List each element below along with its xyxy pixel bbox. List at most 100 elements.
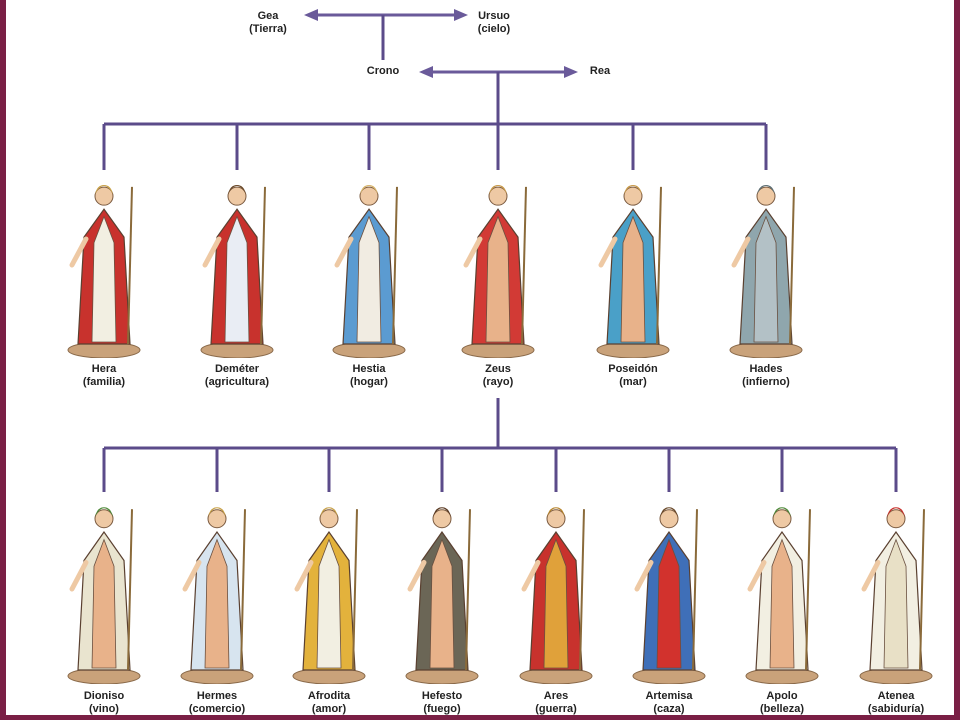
apolo-role: (belleza) [759,703,805,715]
zeus-head [488,186,508,206]
ares-staff [579,509,585,671]
poseidon-hair [624,185,642,195]
label-afrodita: Afrodita(amor) [308,690,350,716]
poseidon-arm [598,236,618,268]
hades-staff [789,186,795,345]
dioniso-head [94,509,114,529]
hera-illustration [67,185,141,358]
label-apolo: Apolo(belleza) [760,690,804,716]
arrowhead-left [304,9,318,21]
afrodita-head [319,509,339,529]
afrodita-staff [352,509,358,671]
atenea-illustration [859,507,933,684]
hestia-garment [356,215,382,343]
atenea-role: (sabiduría) [867,703,925,715]
hestia-head [359,186,379,206]
label-dioniso: Dioniso(vino) [84,690,124,716]
hermes-head [207,509,227,529]
arrowhead-right-2 [564,66,578,78]
artemisa-arm [634,559,654,592]
hestia-role: (hogar) [350,376,388,388]
demeter-illustration [200,185,274,358]
ares-illustration [519,507,593,684]
label-hermes: Hermes(comercio) [189,690,245,716]
ares-role: (guerra) [535,703,577,715]
zeus-name: Zeus [485,363,511,375]
hestia-hair [360,185,378,195]
demeter-role: (agricultura) [204,376,270,388]
afrodita-illustration [292,507,366,684]
atenea-staff [919,509,925,671]
label-ares: Ares(guerra) [535,690,577,716]
hermes-name: Hermes [196,690,238,702]
hades-head [756,186,776,206]
hera-role: (familia) [82,376,126,388]
hefesto-name: Hefesto [421,690,463,702]
demeter-head [227,186,247,206]
hefesto-illustration [405,507,479,684]
label-poseidon: Poseidón(mar) [608,363,658,389]
hades-role: (infierno) [742,376,790,388]
apolo-garment [769,538,795,669]
family-tree-lines [102,9,898,492]
label-hestia: Hestia(hogar) [350,363,388,389]
demeter-garment [224,215,250,343]
apolo-staff [805,509,811,671]
poseidon-garment [620,215,646,343]
apolo-arm [747,559,767,592]
arrowhead-left-2 [419,66,433,78]
apolo-head [772,509,792,529]
crono-name: Crono [366,65,400,77]
hades-garment [753,215,779,343]
demeter-arm [202,236,222,268]
label-demeter: Deméter(agricultura) [205,363,269,389]
label-urano: Ursuo (cielo) [478,10,510,36]
hefesto-head [432,509,452,529]
apolo-hair [773,507,791,517]
zeus-hair [489,185,507,195]
label-gea: Gea (Tierra) [249,10,287,36]
afrodita-arm [294,559,314,592]
poseidon-staff [656,186,662,345]
zeus-illustration [461,185,535,358]
rea-name: Rea [589,65,611,77]
dioniso-name: Dioniso [83,690,125,702]
artemisa-head [659,509,679,529]
gea-name: Gea [257,10,279,22]
label-crono: Crono [367,65,399,78]
hefesto-role: (fuego) [423,703,461,715]
hera-hair [95,185,113,195]
ares-garment [543,538,569,669]
hestia-arm [334,236,354,268]
hefesto-hair [433,507,451,517]
hestia-staff [392,186,398,345]
urano-name: Ursuo [478,10,510,22]
dioniso-garment [91,538,117,669]
label-artemisa: Artemisa(caza) [645,690,692,716]
hera-name: Hera [91,363,117,375]
artemisa-name: Artemisa [645,690,693,702]
hestia-name: Hestia [352,363,386,375]
afrodita-role: (amor) [311,703,347,715]
hefesto-staff [465,509,471,671]
hermes-illustration [180,507,254,684]
artemisa-garment [656,538,682,669]
hades-name: Hades [749,363,783,375]
hefesto-arm [407,559,427,592]
atenea-arm [861,559,881,592]
arrowhead-right [454,9,468,21]
ares-hair [547,507,565,517]
dioniso-hair [95,507,113,517]
afrodita-name: Afrodita [307,690,351,702]
gea-role: (Tierra) [249,23,287,35]
artemisa-hair [660,507,678,517]
hades-illustration [729,185,803,358]
hera-arm [69,236,89,268]
dioniso-staff [127,509,133,671]
zeus-garment [485,215,511,343]
hermes-role: (comercio) [188,703,246,715]
artemisa-staff [692,509,698,671]
dioniso-illustration [67,507,141,684]
apolo-name: Apolo [766,690,798,702]
